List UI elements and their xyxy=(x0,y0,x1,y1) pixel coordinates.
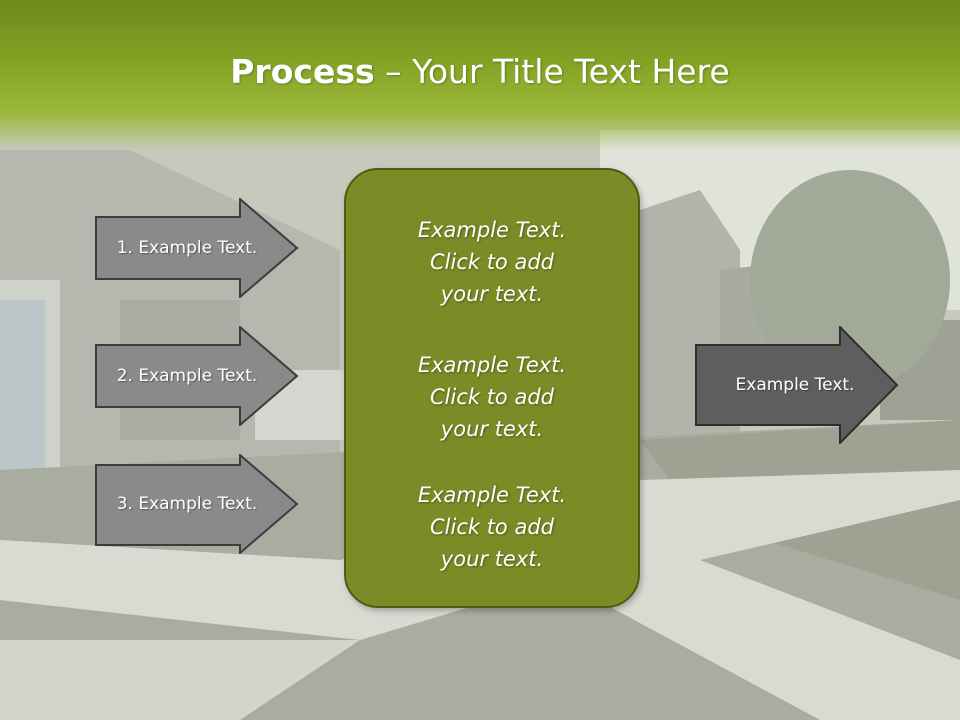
center-text-block-3[interactable]: Example Text. Click to add your text. xyxy=(346,479,638,575)
input-arrow-1[interactable]: 1. Example Text. xyxy=(95,198,299,298)
center-text-line: your text. xyxy=(440,417,544,441)
title-separator: – xyxy=(374,52,413,91)
output-arrow-label: Example Text. xyxy=(735,375,855,395)
arrow-shape-icon xyxy=(95,454,299,554)
center-text-block-2[interactable]: Example Text. Click to add your text. xyxy=(346,349,638,445)
center-text-line: Click to add xyxy=(429,385,554,409)
title-bold: Process xyxy=(230,52,375,91)
input-arrow-3[interactable]: 3. Example Text. xyxy=(95,454,299,554)
center-text-line: Click to add xyxy=(429,515,554,539)
output-arrow[interactable]: Example Text. xyxy=(695,326,899,444)
arrow-shape-icon xyxy=(95,198,299,298)
center-text-line: Click to add xyxy=(429,250,554,274)
header-band xyxy=(0,0,960,150)
arrow-shape-icon xyxy=(95,326,299,426)
arrow-shape-icon xyxy=(695,326,899,444)
input-arrow-label: 2. Example Text. xyxy=(116,366,258,386)
center-text-line: your text. xyxy=(440,282,544,306)
center-process-box[interactable]: Example Text. Click to add your text. Ex… xyxy=(344,168,640,608)
slide-title[interactable]: Process – Your Title Text Here xyxy=(0,52,960,91)
center-text-line: your text. xyxy=(440,547,544,571)
input-arrow-label: 3. Example Text. xyxy=(116,494,258,514)
center-text-line: Example Text. xyxy=(417,483,567,507)
center-text-block-1[interactable]: Example Text. Click to add your text. xyxy=(346,214,638,310)
title-rest: Your Title Text Here xyxy=(412,52,730,91)
input-arrow-label: 1. Example Text. xyxy=(116,238,258,258)
input-arrow-2[interactable]: 2. Example Text. xyxy=(95,326,299,426)
center-text-line: Example Text. xyxy=(417,218,567,242)
center-text-line: Example Text. xyxy=(417,353,567,377)
